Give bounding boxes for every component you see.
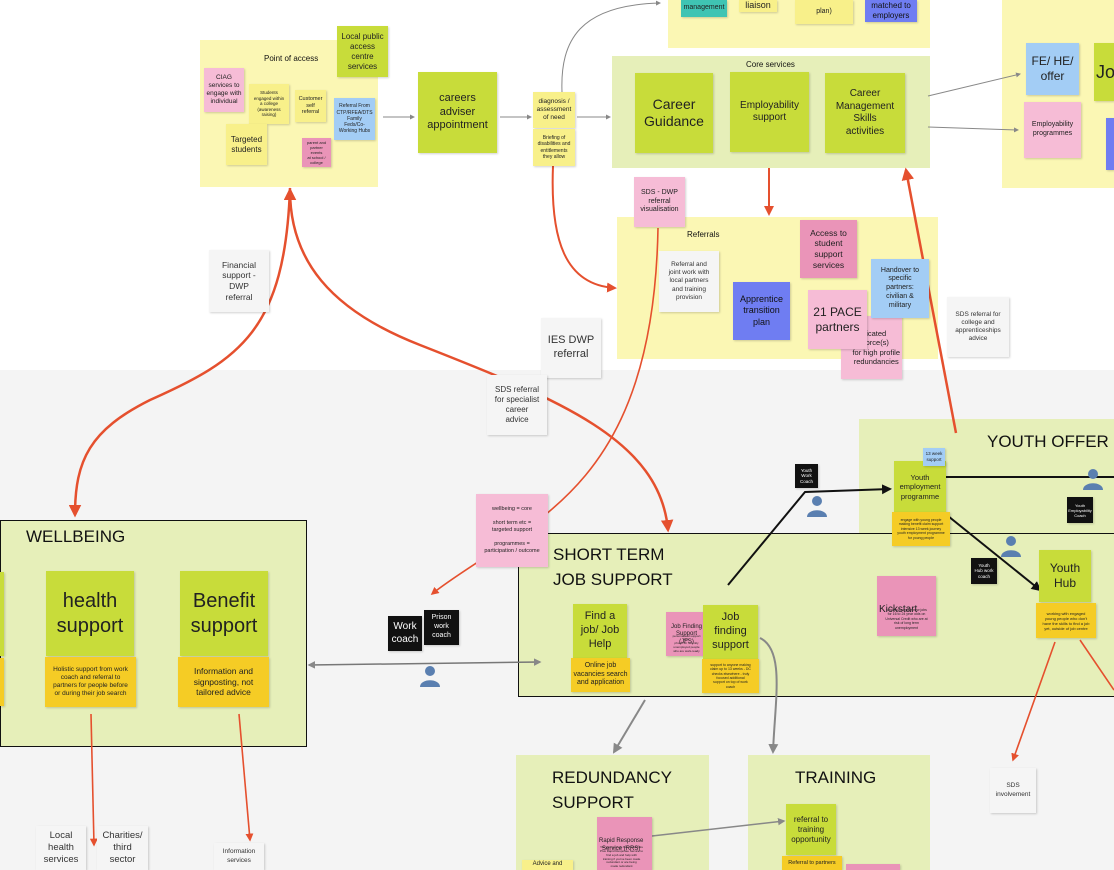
note-ciag[interactable]: CIAG services to engage with individual: [204, 68, 244, 112]
note-liaison[interactable]: liaison: [739, 0, 777, 12]
note-jfs[interactable]: Job Finding Support (JFS): [666, 612, 707, 656]
note-handover-partners[interactable]: Handover to specific partners: civilian …: [871, 259, 929, 318]
note-health-support[interactable]: health support: [46, 571, 134, 656]
note-apprentice-transition[interactable]: Apprentice transition plan: [733, 282, 790, 340]
note-health-desc[interactable]: Holistic support from work coach and ref…: [45, 657, 136, 707]
note-financial-support[interactable]: Financial support - DWP referral: [209, 250, 269, 312]
note-sds-dwp-visualisation[interactable]: SDS - DWP referral visualisation: [634, 177, 685, 227]
note-thirteen-week[interactable]: 13 week support: [923, 448, 945, 466]
note-employability-support[interactable]: Employability support: [730, 72, 809, 152]
arrow-youth-to-core: [901, 167, 958, 434]
note-local-health[interactable]: Local health services: [36, 826, 86, 870]
note-charities[interactable]: Charities/ third sector: [97, 826, 148, 870]
note-right-blue-partial[interactable]: [1106, 118, 1114, 170]
arrow-benefit-to-info: [238, 713, 254, 842]
note-referral-training[interactable]: referral to training opportunity: [786, 804, 836, 855]
note-parent-partner[interactable]: parent and partner events at school / co…: [302, 138, 331, 167]
short-term-job-support-title: SHORT TERM JOB SUPPORT: [553, 545, 673, 589]
note-sds-involvement[interactable]: SDS involvement: [990, 768, 1036, 813]
arrow-rrs-to-training: [651, 817, 786, 837]
note-jfs-desc: personalised support over phone for rece…: [672, 634, 701, 653]
note-career-management[interactable]: Career Management Skills activities: [825, 73, 905, 153]
arrow-shortterm-to-youth: [727, 484, 892, 586]
core-services-title: Core services: [746, 60, 795, 69]
note-youth-hub-desc[interactable]: working with engaged young people who do…: [1036, 603, 1096, 638]
note-left-partial[interactable]: [0, 572, 4, 656]
note-training-pink-partial[interactable]: [846, 864, 900, 870]
arrow-access-to-shortterm: [283, 187, 674, 533]
note-work-coach[interactable]: Work coach: [388, 616, 422, 651]
note-diagnosis[interactable]: diagnosis / assessment of need: [533, 92, 575, 128]
note-referral-from[interactable]: Referral From CTP/RFEA/DTS Family Feds/C…: [334, 98, 375, 140]
note-benefit-support[interactable]: Benefit support: [180, 571, 268, 656]
note-briefing[interactable]: Briefing of disabilities and entitlement…: [533, 129, 575, 166]
note-yep-desc[interactable]: engage with young people making benefit …: [892, 512, 950, 546]
arrow-core-to-employability: [927, 126, 1019, 133]
note-jfs-support-desc[interactable]: support to anyone making claim up to 13 …: [702, 659, 759, 693]
note-students-engaged[interactable]: Students engaged within a college (aware…: [249, 84, 289, 124]
note-pace-partners[interactable]: 21 PACE partners: [808, 290, 867, 349]
note-targeted-students[interactable]: Targeted students: [226, 124, 267, 165]
person-icon: [1083, 469, 1103, 490]
wellbeing-title: WELLBEING: [26, 527, 126, 546]
youth-offer-title: YOUTH OFFER: [987, 432, 1109, 451]
note-information-services[interactable]: Information services: [214, 843, 264, 870]
note-youth-hub-work-coach[interactable]: Youth Hub work coach: [971, 558, 997, 584]
arrow-visualisation-to-workcoach: [430, 227, 659, 596]
note-youth-hub[interactable]: Youth Hub: [1039, 550, 1091, 602]
note-find-a-job[interactable]: Find a job/ Job Help: [573, 604, 627, 658]
note-rrs-desc: You can get help from Jobcentre Plus Rap…: [600, 845, 644, 868]
redundancy-support-title: REDUNDANCY SUPPORT: [552, 768, 672, 812]
note-kickstart-desc: funding to create new jobs for 16 to 24 …: [885, 608, 928, 630]
arrow-diagnosis-to-top: [561, 0, 661, 93]
note-referral-partners[interactable]: Referral to partners: [782, 856, 842, 870]
note-referral-joint-work[interactable]: Referral and joint work with local partn…: [659, 251, 719, 312]
referrals-title: Referrals: [687, 230, 720, 239]
note-employability-programmes[interactable]: Employability programmes: [1024, 102, 1081, 158]
note-fe-he-offer[interactable]: FE/ HE/ offer: [1026, 43, 1079, 95]
arrow-youthhub-right: [1079, 639, 1114, 691]
point-of-access-title: Point of access: [264, 54, 319, 63]
training-title: TRAINING: [795, 768, 877, 787]
note-job-finding-support[interactable]: Job finding support: [703, 605, 758, 659]
note-kickstart[interactable]: Kickstart: [877, 576, 936, 636]
note-jo-partial[interactable]: Jo: [1094, 43, 1114, 101]
note-youth-employment-programme[interactable]: Youth employment programme: [894, 461, 946, 513]
arrow-jfs-to-training: [759, 637, 779, 754]
note-sds-specialist[interactable]: SDS referral for specialist career advic…: [487, 375, 547, 435]
note-rapid-response[interactable]: Rapid Response Service (RRS): [597, 817, 652, 870]
note-matched-employers[interactable]: matched to employers: [865, 0, 917, 22]
person-icon: [1001, 536, 1021, 557]
note-advice-and[interactable]: Advice and: [522, 860, 573, 870]
arrow-core-to-fe: [927, 72, 1021, 97]
arrow-access-to-wellbeing: [68, 187, 292, 518]
arrow-youthhub-to-sds: [1011, 641, 1056, 762]
arrow-health-to-local: [89, 713, 98, 847]
arrow-shortterm-to-redundancy: [612, 699, 646, 754]
arrow-wellbeing-shortterm: [307, 658, 542, 669]
note-wellbeing-core[interactable]: wellbeing = core short term etc = target…: [476, 494, 548, 567]
note-online-vacancies[interactable]: Online job vacancies search and applicat…: [571, 658, 630, 692]
note-benefit-desc[interactable]: Information and signposting, not tailore…: [178, 657, 269, 707]
note-youth-employability-coach[interactable]: Youth Employability Coach: [1067, 497, 1093, 523]
arrow-youth-to-hub: [947, 515, 1042, 592]
person-icon: [807, 496, 827, 517]
note-ies-dwp[interactable]: IES DWP referral: [541, 318, 601, 378]
note-left-desc-partial[interactable]: [0, 658, 4, 706]
note-customer-self-referral[interactable]: Customer self referral: [295, 90, 326, 122]
note-career-guidance[interactable]: Career Guidance: [635, 73, 713, 153]
note-local-public-access[interactable]: Local public access centre services: [337, 26, 388, 77]
training-zone[interactable]: [748, 755, 930, 870]
note-access-student-support[interactable]: Access to student support services: [800, 220, 857, 278]
person-icon: [420, 666, 440, 687]
note-prison-work-coach[interactable]: Prison work coach: [424, 610, 459, 645]
arrow-diagnosis-to-referrals: [551, 165, 617, 293]
note-careers-adviser[interactable]: careers adviser appointment: [418, 72, 497, 153]
note-sds-college[interactable]: SDS referral for college and apprentices…: [947, 297, 1009, 357]
note-youth-work-coach[interactable]: Youth Work Coach: [795, 464, 818, 488]
note-plan[interactable]: plan): [795, 0, 853, 24]
note-management[interactable]: management: [681, 0, 727, 17]
